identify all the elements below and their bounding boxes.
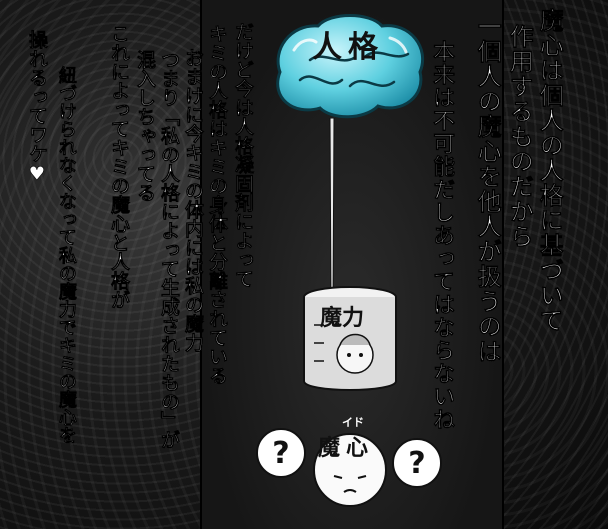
magic-power-label: 魔力 (320, 306, 365, 331)
left-caption-col-7: 紐づけられなくなって私の魔力でキミの魔心を (55, 66, 78, 445)
left-caption-col-4: つまり「私の人格によって生成されたもの」が (157, 50, 181, 450)
magic-power-container (303, 286, 397, 391)
left-caption-col-6: これによってキミの魔心と人格が (107, 24, 131, 310)
right-caption-col-4: 本来は不可能だしあってはならないね (429, 40, 455, 432)
left-caption-col-1: だけど今は人格凝固剤によって (231, 22, 255, 289)
right-caption-col-2: 作用するものだから (505, 24, 534, 250)
left-caption-col-3: おまけに今キミの体内には私の魔力 (181, 48, 205, 353)
personality-label: 人格 (312, 30, 384, 65)
id-heart-ruby: イド (342, 416, 364, 429)
question-bubble-right: ? (392, 438, 442, 488)
right-caption-col-1: 魔心は個人の人格に基づいて (535, 8, 564, 334)
left-caption-col-2: キミの人格はキミの身体と分離されている (205, 24, 229, 386)
left-caption-col-8: 操れるってワケ♥ (25, 30, 49, 186)
right-caption-col-3: 一個人の魔心を他人が扱うのは (473, 14, 502, 365)
question-bubble-left: ? (256, 428, 306, 478)
id-heart-label: 魔心 (318, 436, 375, 461)
brain-illustration (276, 14, 425, 119)
left-caption-col-5: 混入しちゃってる (133, 50, 157, 203)
id-heart-face (313, 433, 387, 507)
